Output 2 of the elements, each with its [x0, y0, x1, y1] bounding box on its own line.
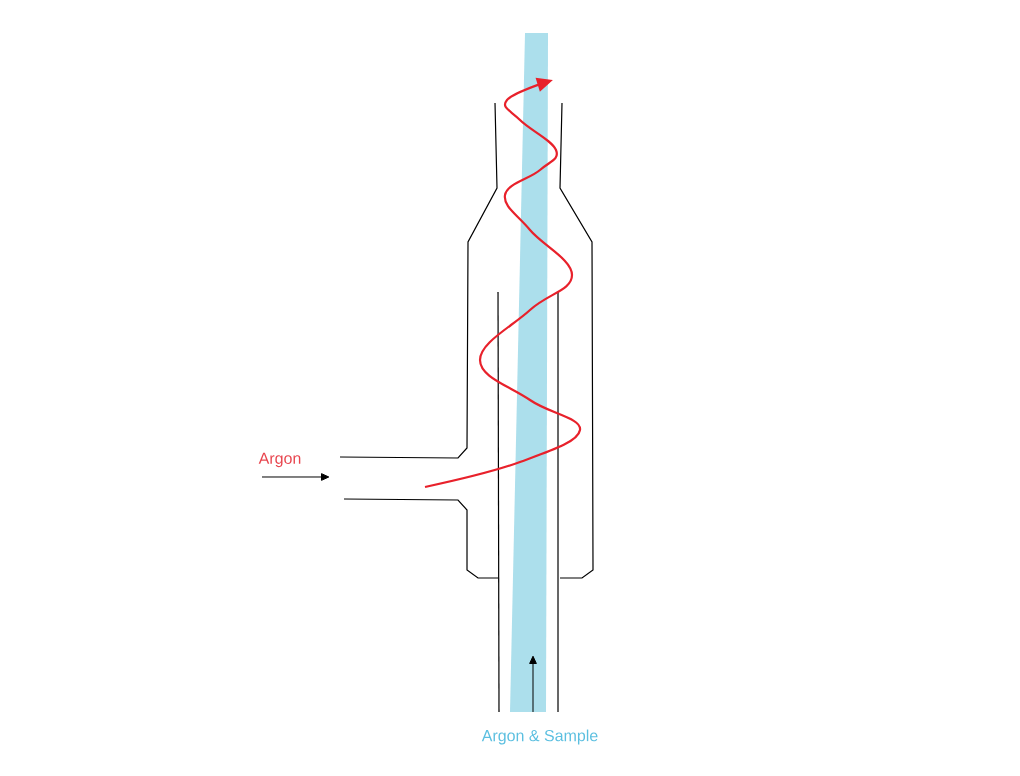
flow-label: Argon: [258, 452, 301, 468]
flow-label: Argon & Sample: [481, 729, 598, 745]
